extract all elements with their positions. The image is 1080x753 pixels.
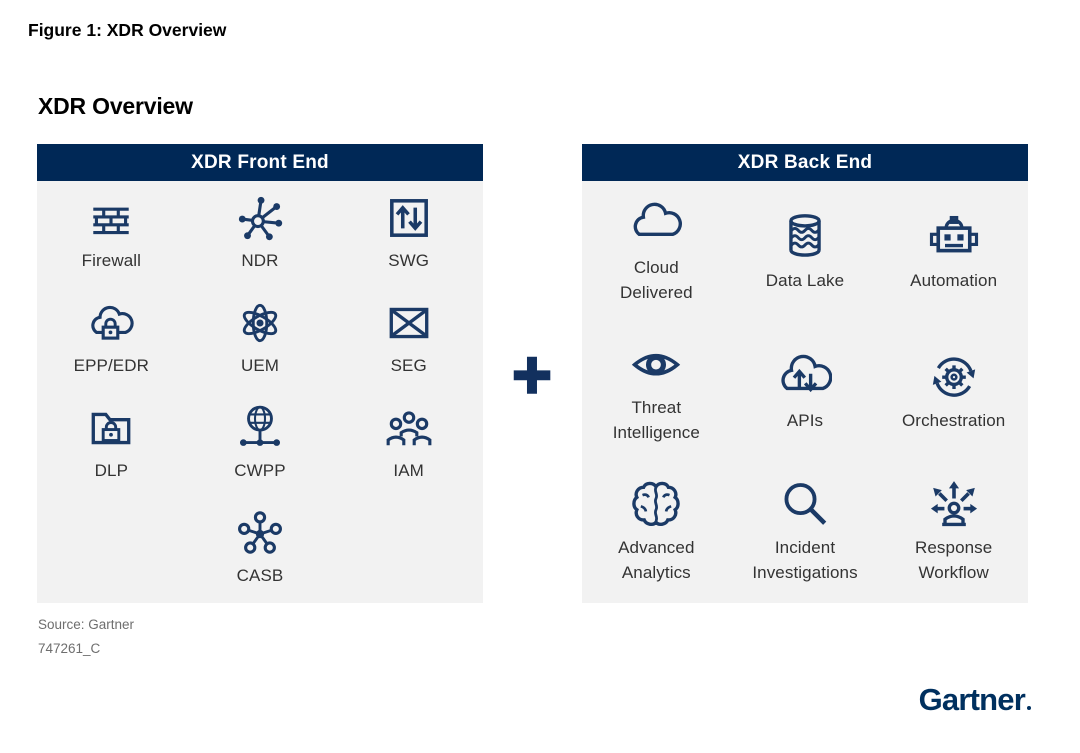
- back-item-response-workflow: Response Workflow: [879, 461, 1028, 601]
- gear-cycle-icon: [932, 357, 975, 397]
- figure-caption: Figure 1: XDR Overview: [28, 20, 227, 40]
- registered-mark-dot: [1027, 706, 1031, 710]
- front-item-firewall: Firewall: [37, 181, 186, 286]
- item-label: IAM: [393, 461, 424, 481]
- back-panel-header: XDR Back End: [582, 144, 1028, 181]
- folder-lock-icon: [91, 412, 131, 445]
- people-group-icon: [386, 411, 432, 446]
- firewall-icon: [93, 207, 130, 235]
- front-item-uem: UEM: [186, 286, 335, 391]
- up-down-arrows-box-icon: [389, 199, 428, 238]
- item-label: CASB: [236, 566, 284, 586]
- back-item-cloud-delivered: Cloud Delivered: [582, 181, 731, 321]
- back-item-apis: APIs: [731, 321, 880, 461]
- front-panel-body: Firewall NDR SW: [37, 181, 483, 603]
- globe-network-icon: [239, 405, 280, 447]
- front-panel-header: XDR Front End: [37, 144, 483, 181]
- item-label: Automation: [910, 270, 998, 290]
- cloud-arrows-icon: [781, 354, 832, 392]
- item-label: APIs: [786, 410, 824, 430]
- item-label: Threat Intelligence: [612, 398, 700, 442]
- front-item-casb: CASB: [186, 496, 335, 601]
- gartner-logo-text: Gartner: [918, 682, 1026, 717]
- atom-icon: [242, 304, 278, 343]
- front-item-seg: SEG: [334, 286, 483, 391]
- back-panel-body: Cloud Delivered Data Lake: [582, 181, 1028, 603]
- item-label: Incident Investigations: [752, 538, 858, 582]
- item-label: Cloud Delivered: [619, 258, 693, 302]
- robot-icon: [929, 215, 978, 253]
- database-waves-icon: [789, 213, 821, 257]
- item-label: SEG: [390, 356, 427, 376]
- item-label: NDR: [241, 251, 279, 271]
- front-item-swg: SWG: [334, 181, 483, 286]
- cloud-lock-icon: [91, 306, 134, 340]
- front-panel: XDR Front End Firewall NDR: [37, 144, 483, 603]
- item-label: SWG: [388, 251, 430, 271]
- back-item-data-lake: Data Lake: [731, 181, 880, 321]
- back-item-automation: Automation: [879, 181, 1028, 321]
- front-item-iam: IAM: [334, 391, 483, 496]
- gartner-logo: Gartner: [919, 682, 1031, 718]
- back-panel: XDR Back End Cloud Delivered Data Lake: [582, 144, 1028, 603]
- cloud-icon: [634, 203, 683, 237]
- item-label: Firewall: [81, 251, 142, 271]
- back-item-advanced-analytics: Advanced Analytics: [582, 461, 731, 601]
- back-item-orchestration: Orchestration: [879, 321, 1028, 461]
- front-item-epp-edr: EPP/EDR: [37, 286, 186, 391]
- source-note: Source: Gartner: [38, 617, 135, 632]
- item-label: CWPP: [234, 461, 286, 481]
- front-item-cwpp: CWPP: [186, 391, 335, 496]
- front-item-dlp: DLP: [37, 391, 186, 496]
- item-label: Orchestration: [901, 410, 1006, 430]
- hub-network-icon: [238, 197, 283, 241]
- diagram-title: XDR Overview: [38, 93, 193, 119]
- item-label: EPP/EDR: [73, 356, 149, 376]
- eye-icon: [632, 354, 681, 376]
- front-item-ndr: NDR: [186, 181, 335, 286]
- item-label: Advanced Analytics: [618, 538, 695, 582]
- item-label: DLP: [94, 461, 129, 481]
- plus-icon: +: [511, 336, 553, 415]
- item-label: UEM: [240, 356, 280, 376]
- document-code: 747261_C: [38, 641, 101, 656]
- person-arrows-icon: [930, 481, 977, 527]
- brain-icon: [632, 482, 681, 527]
- item-label: Data Lake: [765, 270, 845, 290]
- back-item-incident-investigations: Incident Investigations: [731, 461, 880, 601]
- envelope-icon: [389, 307, 429, 339]
- back-item-threat-intelligence: Threat Intelligence: [582, 321, 731, 461]
- magnifier-icon: [784, 483, 827, 526]
- molecule-cluster-icon: [238, 511, 282, 554]
- item-label: Response Workflow: [914, 538, 993, 582]
